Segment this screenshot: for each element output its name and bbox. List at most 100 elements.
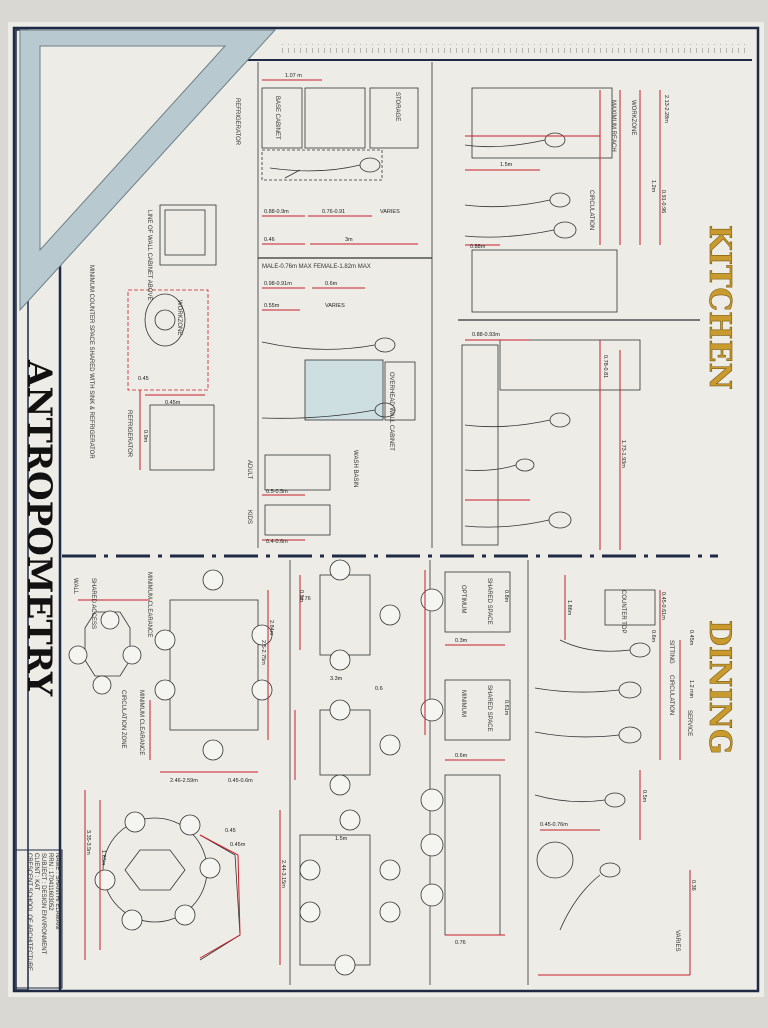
svg-text:0.9m: 0.9m [298, 590, 304, 603]
dining-figures [534, 639, 651, 931]
title-block: NAME : SHANTHI ELAMANI RRN : 17041160305… [15, 849, 63, 989]
svg-text:VARIES: VARIES [674, 930, 680, 952]
svg-text:0.46: 0.46 [264, 237, 275, 243]
svg-text:WASH BASIN: WASH BASIN [352, 450, 358, 487]
svg-text:SHARED ACCESS: SHARED ACCESS [90, 578, 96, 629]
svg-text:0.76: 0.76 [455, 940, 466, 946]
svg-text:ADULT: ADULT [246, 460, 252, 480]
svg-text:0.45-0.6m: 0.45-0.6m [228, 778, 253, 784]
svg-text:0.45: 0.45 [138, 376, 149, 382]
svg-text:1.73-1.93m: 1.73-1.93m [620, 440, 626, 468]
svg-text:0.61m: 0.61m [503, 700, 509, 716]
svg-text:3.3m: 3.3m [330, 676, 343, 682]
svg-text:REFRIGERATOR: REFRIGERATOR [126, 410, 132, 458]
svg-text:0.6m: 0.6m [325, 281, 338, 287]
svg-text:0.45m: 0.45m [165, 400, 181, 406]
svg-text:0.6: 0.6 [375, 686, 383, 692]
svg-text:0.55m: 0.55m [264, 303, 280, 309]
svg-text:3m: 3m [345, 237, 353, 243]
main-title: ANTROPOMETRY [19, 359, 59, 697]
svg-text:0.98-0.91m: 0.98-0.91m [264, 281, 292, 287]
svg-text:CRESCENT SCHOOL OF ARCHITECTU: CRESCENT SCHOOL OF ARCHITECTURE [26, 853, 32, 971]
svg-text:SITTING: SITTING [668, 640, 674, 664]
kitchen-dimension-lines [139, 79, 661, 550]
svg-text:0.45-0.61m: 0.45-0.61m [660, 592, 666, 620]
svg-text:CIRCULATION: CIRCULATION [588, 190, 594, 230]
svg-text:WORKZONE: WORKZONE [176, 300, 182, 335]
svg-text:MAXIMUM REACH: MAXIMUM REACH [610, 100, 616, 152]
svg-text:WALL: WALL [72, 578, 78, 595]
svg-text:3.35-3.5m: 3.35-3.5m [85, 830, 91, 855]
svg-text:0.4-0.6m: 0.4-0.6m [266, 539, 288, 545]
svg-text:RRN : 170411603052: RRN : 170411603052 [47, 853, 53, 911]
svg-text:SERVICE: SERVICE [686, 710, 692, 736]
svg-text:0.8m: 0.8m [503, 590, 509, 603]
svg-text:STORAGE: STORAGE [394, 92, 400, 121]
dining-heading: DINING [702, 620, 737, 755]
svg-text:1.83m: 1.83m [100, 850, 106, 866]
svg-text:0.45m: 0.45m [230, 842, 246, 848]
svg-text:MINIMUM CLEARANCE: MINIMUM CLEARANCE [146, 572, 152, 637]
svg-text:OPTIMUM: OPTIMUM [460, 585, 466, 613]
svg-text:WORKZONE: WORKZONE [630, 100, 636, 135]
svg-text:MINIMUM: MINIMUM [460, 690, 466, 717]
kitchen-figures [144, 132, 577, 529]
svg-text:2.13-2.28m: 2.13-2.28m [663, 95, 669, 123]
svg-text:MINIMUM COUNTER SPACE SHARED W: MINIMUM COUNTER SPACE SHARED WITH SINK &… [88, 265, 94, 459]
svg-text:CLIENT : KAT: CLIENT : KAT [33, 853, 39, 891]
svg-text:MALE-0.76m MAX FEMALE-1.82m M: MALE-0.76m MAX FEMALE-1.82m MAX [262, 264, 371, 270]
top-ruler [280, 44, 750, 54]
svg-text:SHARED SPACE: SHARED SPACE [486, 685, 492, 732]
svg-text:SUBJECT : DESIGN ENVIRONMENT: SUBJECT : DESIGN ENVIRONMENT [40, 853, 46, 955]
svg-text:0.3m: 0.3m [455, 638, 468, 644]
dining-dimension-text: 1.86m 0.45-0.61m 0.6m 0.45m 1.2 min 0.8m… [85, 590, 696, 946]
svg-text:0.6m: 0.6m [650, 630, 656, 643]
svg-text:0.5-0.5m: 0.5-0.5m [266, 489, 288, 495]
svg-text:VARIES: VARIES [325, 303, 345, 309]
svg-text:CIRCULATION: CIRCULATION [668, 675, 674, 715]
kitchen-section [127, 62, 700, 548]
kitchen-heading: KITCHEN [702, 225, 737, 390]
svg-text:0.6m: 0.6m [455, 753, 468, 759]
kitchen-labels: REFRIGERATOR BASE CABINET STORAGE LINE O… [88, 92, 636, 524]
svg-text:2.84m: 2.84m [268, 620, 274, 636]
svg-text:0.78-0.81: 0.78-0.81 [602, 355, 608, 378]
dining-labels: COUNTER TOP SITTING CIRCULATION SERVICE … [72, 572, 692, 952]
svg-text:1.86m: 1.86m [566, 600, 572, 616]
svg-text:NAME : SHANTHI ELAMANI: NAME : SHANTHI ELAMANI [54, 853, 60, 930]
svg-text:CIRCULATION ZONE: CIRCULATION ZONE [120, 690, 126, 749]
svg-text:2.46-2.59m: 2.46-2.59m [170, 778, 198, 784]
svg-text:0.91-0.96: 0.91-0.96 [660, 190, 666, 213]
set-square [19, 29, 277, 312]
dining-section [84, 560, 656, 985]
svg-text:0.36: 0.36 [690, 880, 696, 891]
svg-text:COUNTER TOP: COUNTER TOP [620, 590, 626, 633]
svg-text:0.9m: 0.9m [142, 430, 148, 443]
sheet-border [12, 26, 760, 993]
svg-text:0.76-0.91: 0.76-0.91 [322, 209, 345, 215]
svg-text:1.5m: 1.5m [335, 836, 348, 842]
svg-text:2.44-3.15m: 2.44-3.15m [280, 860, 286, 888]
svg-text:1.2m: 1.2m [650, 180, 656, 193]
svg-text:2.5-2.75m: 2.5-2.75m [260, 640, 266, 665]
svg-text:0.5m: 0.5m [641, 790, 647, 803]
svg-text:0.76: 0.76 [300, 596, 311, 602]
svg-text:0.45-0.76m: 0.45-0.76m [540, 822, 568, 828]
svg-text:1.2 min: 1.2 min [688, 680, 694, 698]
dining-dimension-lines [78, 570, 691, 976]
svg-text:OVERHEAD WALL CABINET: OVERHEAD WALL CABINET [388, 372, 394, 451]
svg-text:VARIES: VARIES [380, 209, 400, 215]
svg-text:0.45: 0.45 [225, 828, 236, 834]
dining-chairs [68, 559, 444, 976]
svg-text:0.45m: 0.45m [688, 630, 694, 646]
svg-text:MINIMUM CLEARANCE: MINIMUM CLEARANCE [138, 690, 144, 755]
svg-text:0.88-0.9m: 0.88-0.9m [264, 209, 289, 215]
svg-text:LINE OF WALL CABINET ABOVE: LINE OF WALL CABINET ABOVE [146, 210, 152, 300]
svg-text:REFRIGERATOR: REFRIGERATOR [234, 98, 240, 146]
svg-text:BASE CABINET: BASE CABINET [274, 96, 280, 140]
svg-text:1.07 m: 1.07 m [285, 73, 302, 79]
svg-text:KIDS: KIDS [246, 510, 252, 524]
kitchen-dimension-text: 1.07 m 0.88-0.9m 0.76-0.91 VARIES 0.46 3… [138, 73, 669, 545]
